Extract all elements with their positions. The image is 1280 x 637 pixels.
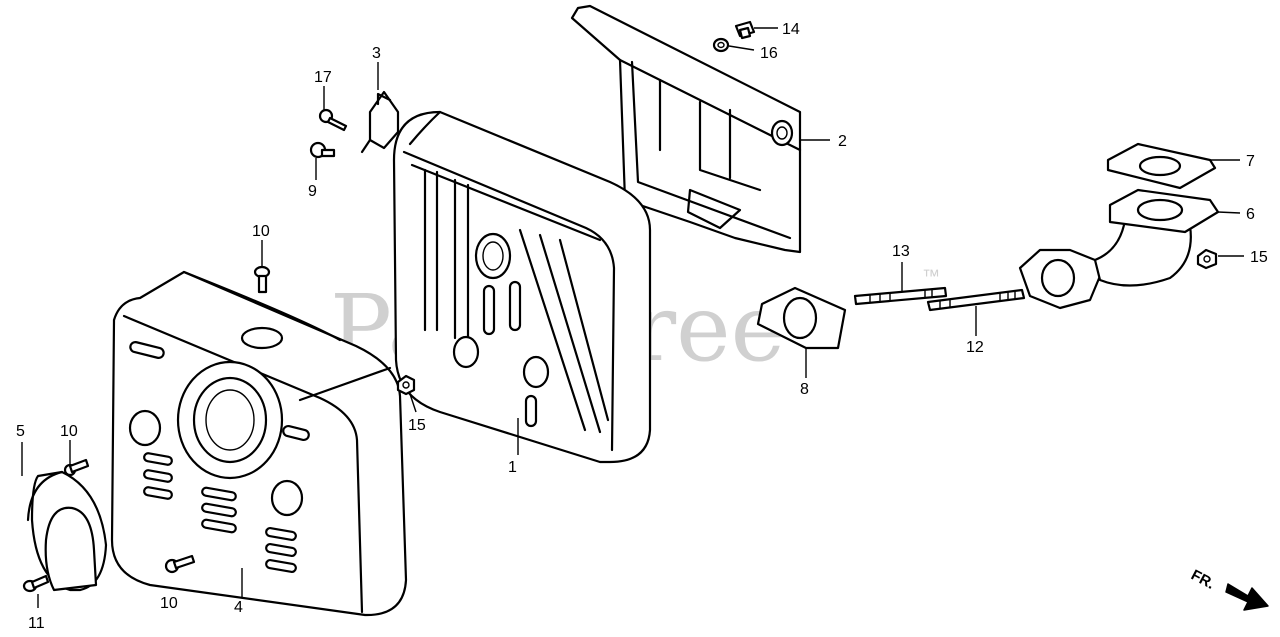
muffler-body[interactable] bbox=[392, 110, 652, 464]
callout-6: 6 bbox=[1246, 206, 1255, 223]
callout-11: 11 bbox=[28, 615, 45, 632]
muffler-gasket[interactable] bbox=[756, 286, 847, 350]
stud-bolt-13[interactable] bbox=[853, 286, 948, 306]
callout-10-bottom: 10 bbox=[160, 595, 178, 612]
exhaust-pipe-gasket[interactable] bbox=[1106, 142, 1217, 190]
callout-17: 17 bbox=[314, 69, 332, 86]
muffler-protector[interactable] bbox=[110, 270, 408, 617]
callout-13: 13 bbox=[892, 243, 910, 260]
exhaust-pipe[interactable] bbox=[1018, 188, 1220, 310]
watermark-trademark: ™ bbox=[922, 266, 940, 286]
front-arrow-icon bbox=[1225, 583, 1269, 611]
nut-15-right[interactable] bbox=[1196, 248, 1218, 270]
callout-15-right: 15 bbox=[1250, 249, 1268, 266]
bolt-10-left[interactable] bbox=[63, 458, 90, 477]
callout-10-top: 10 bbox=[252, 223, 270, 240]
exhaust-outlet-cover[interactable] bbox=[26, 470, 108, 592]
callout-2: 2 bbox=[838, 133, 847, 150]
bolt-14[interactable] bbox=[734, 20, 756, 40]
callout-9: 9 bbox=[308, 183, 317, 200]
callout-12: 12 bbox=[966, 339, 984, 356]
stud-bolt-12[interactable] bbox=[926, 288, 1026, 312]
front-direction-indicator: FR. bbox=[1188, 567, 1269, 611]
callout-15-left: 15 bbox=[408, 417, 426, 434]
nut-15-left[interactable] bbox=[396, 374, 416, 396]
callout-3: 3 bbox=[372, 45, 381, 62]
heat-shield-plate[interactable] bbox=[570, 4, 802, 254]
callout-4: 4 bbox=[234, 599, 243, 616]
bolt-10-bottom[interactable] bbox=[164, 554, 196, 574]
bolt-10-top[interactable] bbox=[253, 265, 271, 294]
callout-14: 14 bbox=[782, 21, 800, 38]
leader-lines bbox=[21, 27, 1244, 608]
bolt-17[interactable] bbox=[318, 108, 348, 132]
callout-1: 1 bbox=[508, 459, 517, 476]
callout-5: 5 bbox=[16, 423, 25, 440]
callout-10-left: 10 bbox=[60, 423, 78, 440]
callout-8: 8 bbox=[800, 381, 809, 398]
bolt-11[interactable] bbox=[22, 574, 50, 593]
bracket[interactable] bbox=[360, 90, 400, 154]
front-label: FR. bbox=[1188, 567, 1217, 593]
callout-16: 16 bbox=[760, 45, 778, 62]
callout-labels: 1 2 3 4 5 6 7 8 9 10 10 10 11 12 13 14 1… bbox=[16, 21, 1268, 632]
callout-7: 7 bbox=[1246, 153, 1255, 170]
bolt-9[interactable] bbox=[309, 141, 336, 159]
washer-16[interactable] bbox=[712, 37, 730, 53]
